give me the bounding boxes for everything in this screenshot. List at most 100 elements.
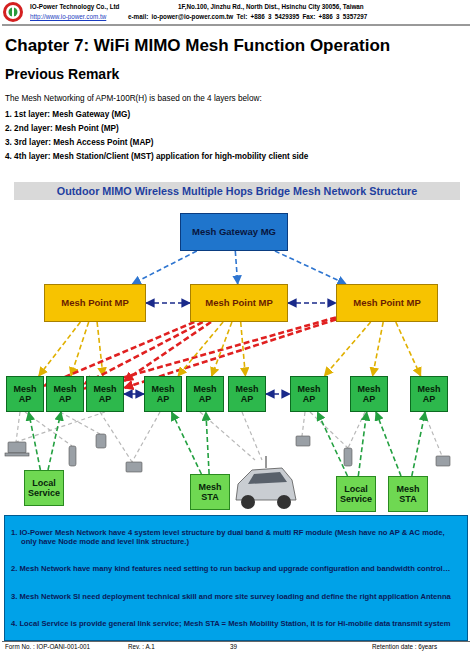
layer-item: 2. 2nd layer: Mesh Point (MP) — [5, 124, 119, 133]
car-illustration — [236, 456, 296, 509]
mesh-ap-box: Mesh AP — [186, 376, 224, 412]
mesh-point-box: Mesh Point MP — [190, 284, 288, 322]
local-service-box: Local Service — [24, 470, 64, 506]
client-link — [206, 412, 209, 474]
client-link — [132, 412, 160, 462]
mesh-ap-box: Mesh AP — [350, 376, 388, 412]
node-label: Mesh STA — [191, 482, 229, 503]
mesh-link — [275, 251, 346, 284]
client-link — [172, 412, 202, 474]
node-label: Mesh Point MP — [353, 298, 421, 309]
mesh-ap-box: Mesh AP — [228, 376, 266, 412]
header-rule — [2, 25, 470, 26]
node-label: Mesh Point MP — [61, 298, 129, 309]
mesh-link — [396, 322, 421, 376]
logo-ring — [6, 5, 20, 19]
note-item: 2. Mesh Network have many kind features … — [11, 564, 461, 574]
mesh-ap-box: Mesh AP — [86, 376, 124, 412]
mesh-link — [235, 251, 237, 284]
laptop-icon — [8, 442, 26, 453]
node-label: Mesh AP — [87, 384, 123, 405]
car-body — [236, 468, 296, 500]
mesh-point-box: Mesh Point MP — [336, 284, 438, 322]
client-link — [29, 412, 41, 470]
layer-item: 4. 4th layer: Mesh Station/Client (MST) … — [5, 152, 308, 161]
node-label: Mesh Point MP — [205, 298, 273, 309]
mesh-link — [124, 393, 144, 395]
mesh-link — [84, 322, 203, 384]
node-label: Mesh AP — [47, 384, 83, 405]
node-label: Mesh AP — [291, 384, 327, 405]
client-link — [48, 412, 61, 470]
gateway-box: Mesh Gateway MG — [180, 213, 288, 251]
device-icon — [96, 434, 106, 448]
form-number: Form No. : IOP-OANI-001-001 — [5, 643, 90, 650]
client-link — [242, 412, 262, 460]
section-heading: Previous Remark — [5, 66, 119, 82]
note-item: 3. Mesh Network SI need deployment techn… — [11, 592, 461, 602]
website-link: http://www.io-power.com.tw — [30, 13, 106, 20]
mesh-ap-box: Mesh AP — [46, 376, 84, 412]
laptop-icon — [436, 456, 450, 466]
title-band: Outdoor MIMO Wireless Multiple Hops Brid… — [14, 182, 460, 200]
antenna-icon — [69, 446, 76, 466]
node-label: Mesh AP — [229, 384, 265, 405]
client-link — [424, 412, 442, 456]
company-name: IO-Power Technology Co., Ltd — [30, 3, 119, 10]
client-link — [318, 412, 348, 476]
client-link — [310, 412, 348, 448]
mesh-link — [212, 322, 232, 376]
car-wheel — [241, 495, 255, 509]
antenna-icon — [344, 448, 352, 466]
car-wheel — [277, 495, 291, 509]
node-label: Mesh AP — [145, 384, 181, 405]
client-link — [376, 412, 401, 476]
mesh-sta-box: Mesh STA — [388, 476, 428, 512]
mesh-link — [288, 302, 336, 304]
mesh-ap-box: Mesh AP — [290, 376, 328, 412]
mesh-link — [132, 251, 197, 284]
notes-box: 1. IO-Power Mesh Network have 4 system l… — [4, 515, 468, 641]
node-label: Outdoor MIMO Wireless Multiple Hops Brid… — [57, 185, 417, 197]
page-number: 39 — [230, 643, 237, 650]
node-label: Mesh Gateway MG — [192, 227, 276, 238]
intro-text: The Mesh Networking of APM-100R(H) is ba… — [5, 94, 262, 103]
node-label: Mesh AP — [411, 384, 447, 405]
local-service-box: Local Service — [336, 476, 376, 512]
laptop-icon — [5, 453, 29, 456]
client-devices — [5, 434, 450, 472]
mesh-link — [97, 322, 103, 376]
node-label: Mesh STA — [389, 484, 427, 505]
node-label: Local Service — [25, 478, 63, 499]
client-link — [200, 412, 255, 460]
footer-rule — [2, 641, 470, 642]
car-antenna — [265, 456, 266, 468]
retention-date: Retention date : 6years — [372, 643, 437, 650]
client-link — [358, 412, 366, 476]
mesh-ap-box: Mesh AP — [144, 376, 182, 412]
logo-bar — [12, 6, 14, 18]
mesh-ap-box: Mesh AP — [410, 376, 448, 412]
node-label: Mesh AP — [351, 384, 387, 405]
note-item: 1. IO-Power Mesh Network have 4 system l… — [11, 528, 461, 548]
layer-item: 3. 3rd layer: Mesh Access Point (MAP) — [5, 138, 153, 147]
client-link — [302, 412, 305, 436]
mesh-link — [324, 322, 370, 376]
contact-info: e-mail: io-power@io-power.com.tw Tel: +8… — [128, 13, 367, 20]
client-link — [16, 412, 20, 442]
laptop-icon — [126, 462, 142, 472]
mesh-link — [241, 322, 246, 376]
company-address: 1F,No.100, Jinzhu Rd., North Dist., Hsin… — [178, 3, 364, 10]
revision: Rev. : A.1 — [128, 643, 155, 650]
client-link — [60, 412, 100, 434]
mesh-link — [178, 322, 223, 376]
mesh-link — [124, 322, 211, 381]
page-title: Chapter 7: WiFi MIMO Mesh Function Opera… — [5, 36, 390, 56]
logo-ring — [3, 2, 23, 22]
car-window — [248, 472, 287, 484]
note-item: 4. Local Service is provide general link… — [11, 619, 461, 629]
node-label: Mesh AP — [187, 384, 223, 405]
mesh-ap-box: Mesh AP — [6, 376, 44, 412]
laptop-icon — [296, 436, 310, 446]
